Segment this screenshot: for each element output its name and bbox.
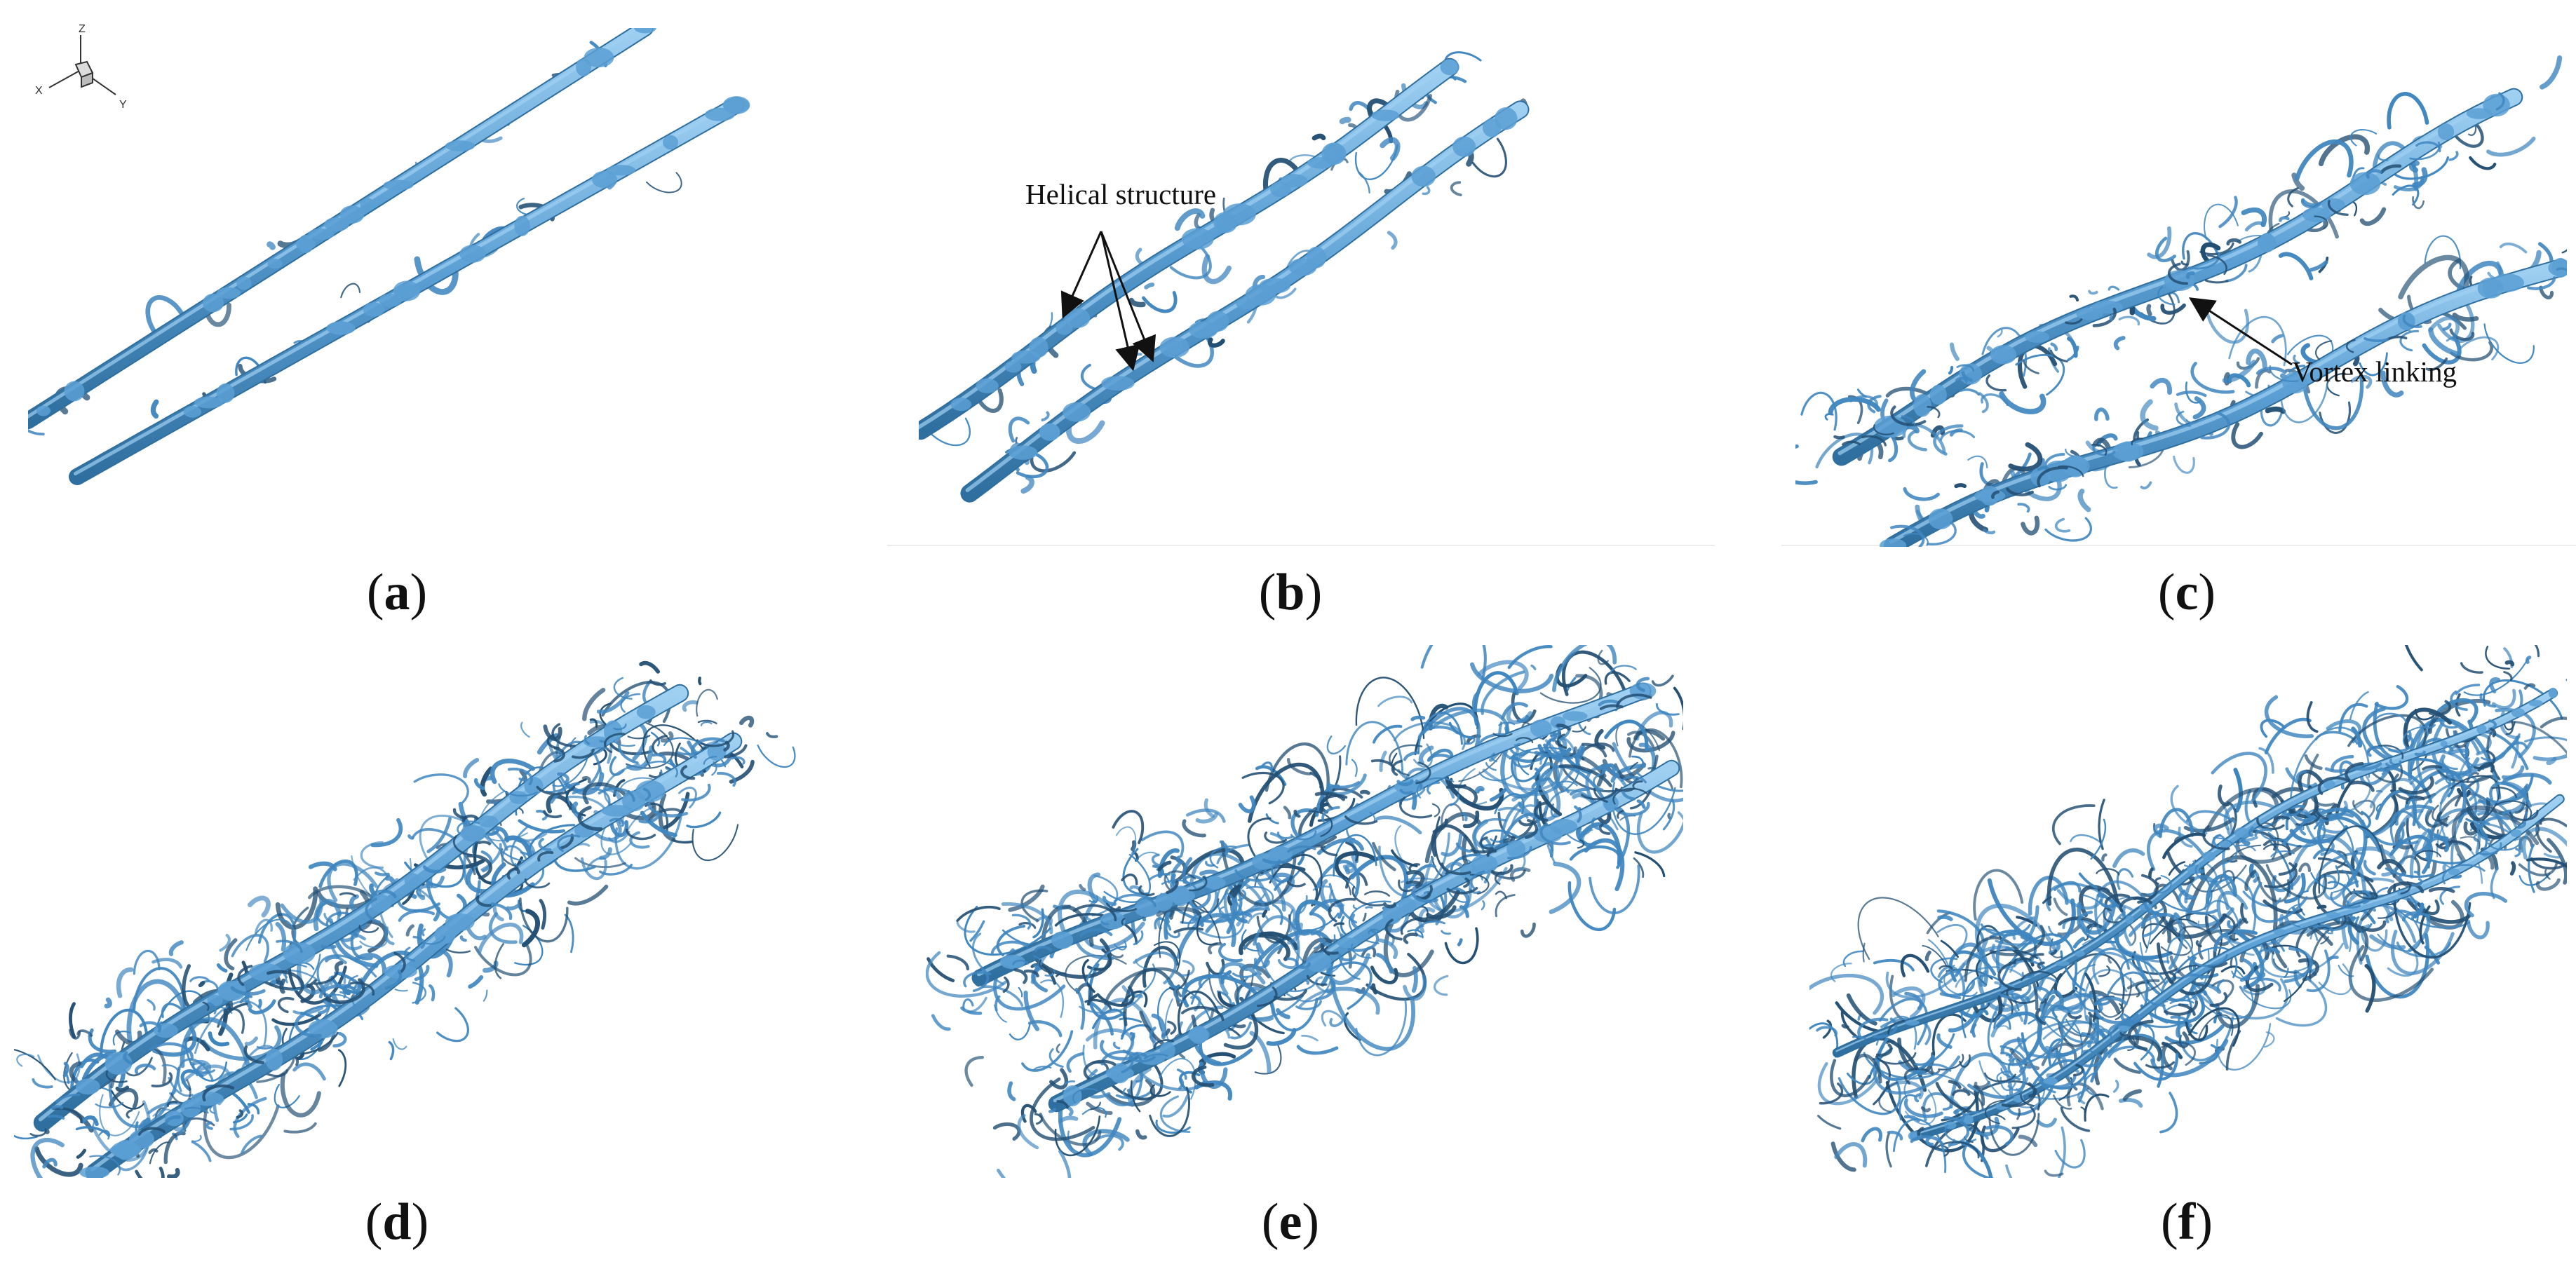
panel-c (1795, 14, 2567, 547)
vortex-debris-foreground (946, 665, 1652, 1125)
caption-c: (c) (2157, 564, 2216, 621)
vortex-render-d (14, 660, 796, 1178)
panel-divider (1781, 545, 2576, 546)
caption-letter-f: f (2178, 1193, 2196, 1251)
vortex-tubes (33, 684, 743, 1178)
caption-letter-b: b (1276, 564, 1305, 621)
vortex-tubes (971, 682, 1680, 1113)
vortex-tubes (919, 57, 1530, 503)
annotation-linking-arrow (2188, 297, 2293, 366)
vortex-debris (28, 41, 682, 456)
vortex-render-f (1809, 645, 2567, 1178)
panel-f (1809, 645, 2567, 1178)
annotation-helical-structure: Helical structure (1025, 178, 1217, 210)
caption-b: (b) (1258, 564, 1323, 621)
caption-letter-c: c (2175, 564, 2199, 621)
vortex-render-c (1795, 55, 2567, 547)
axis-label-y: Y (119, 99, 127, 111)
vortex-debris-foreground (1816, 671, 2567, 1159)
vortex-tubes (1832, 688, 2565, 1141)
vortex-debris (14, 660, 796, 1178)
caption-letter-a: a (384, 564, 410, 621)
annotation-helical-arrows (1060, 231, 1156, 372)
caption-letter-d: d (382, 1193, 412, 1251)
caption-letter-e: e (1279, 1193, 1302, 1251)
caption-a: (a) (366, 564, 428, 621)
caption-f: (f) (2161, 1193, 2213, 1251)
caption-e: (e) (1261, 1193, 1320, 1251)
annotation-vortex-linking: Vortex linking (2292, 355, 2457, 388)
panel-e (926, 645, 1683, 1178)
vortex-tubes (28, 28, 750, 485)
vortex-debris-foreground (29, 677, 748, 1176)
panel-divider (887, 545, 1715, 546)
vortex-debris-foreground (1833, 92, 2567, 547)
vortex-render-b (919, 51, 1530, 503)
vortex-render-a (28, 28, 750, 485)
axis-label-x: X (35, 85, 43, 97)
panel-b (919, 28, 1676, 533)
panel-a (28, 28, 821, 491)
axis-triad: Z X Y (35, 23, 127, 111)
vortex-render-e (926, 645, 1683, 1178)
axis-label-z: Z (79, 23, 86, 35)
panel-d (14, 645, 828, 1178)
caption-d: (d) (365, 1193, 429, 1251)
vortex-tubes (1832, 88, 2567, 547)
